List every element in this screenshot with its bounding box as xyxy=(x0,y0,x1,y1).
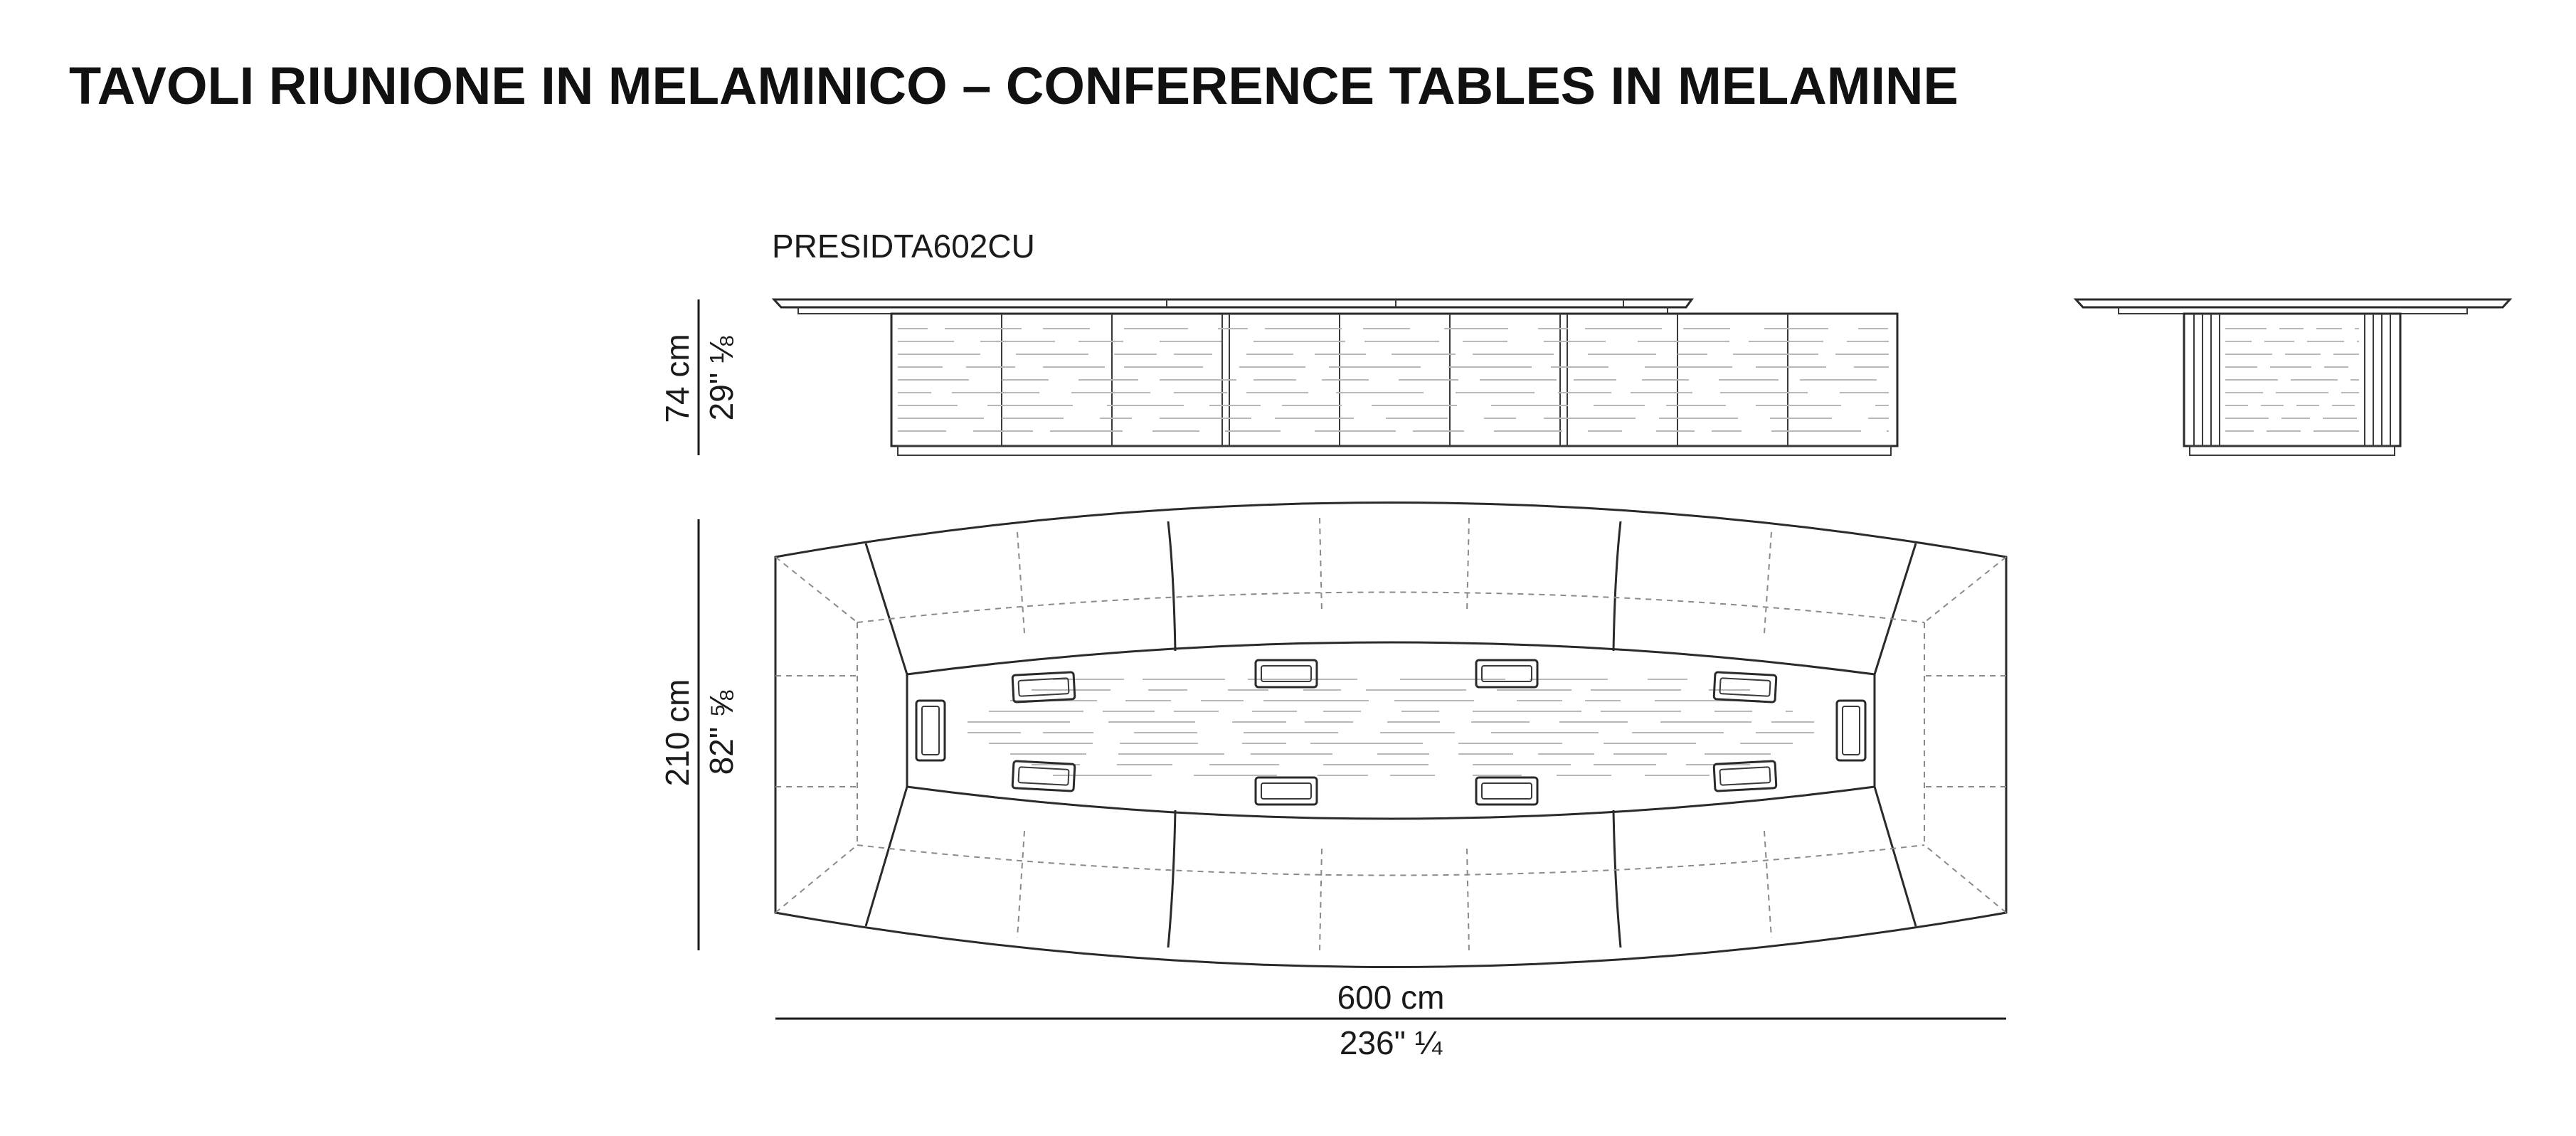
plan-view xyxy=(774,501,2008,968)
height-in-label: 29" ⅛ xyxy=(703,336,740,420)
depth-in-label: 82" ⅝ xyxy=(703,690,740,775)
width-dimension: 600 cm 236" ¼ xyxy=(775,979,2006,1061)
front-plinth xyxy=(897,445,1892,456)
plan-right-divisions xyxy=(1873,543,1917,927)
plan-left-divisions xyxy=(864,543,908,927)
side-plinth xyxy=(2189,445,2395,456)
front-elevation-view xyxy=(771,298,1899,456)
plan-cable-ports xyxy=(915,659,1867,806)
side-tabletop xyxy=(2073,298,2513,309)
height-dimension: 74 cm 29" ⅛ xyxy=(659,299,740,455)
plan-center-insert xyxy=(906,641,1876,820)
depth-cm-label: 210 cm xyxy=(659,679,696,787)
plan-mid-division-right xyxy=(1612,521,1622,948)
model-code: PRESIDTA602CU xyxy=(772,228,1035,265)
width-in-label: 236" ¼ xyxy=(1340,1024,1443,1061)
width-cm-label: 600 cm xyxy=(1337,979,1445,1016)
height-cm-label: 74 cm xyxy=(659,334,696,423)
depth-dimension: 210 cm 82" ⅝ xyxy=(659,519,740,950)
front-tabletop xyxy=(771,298,1694,309)
page-title: TAVOLI RIUNIONE IN MELAMINICO – CONFEREN… xyxy=(69,56,1958,115)
plan-outline xyxy=(774,501,2008,968)
side-elevation-view xyxy=(2073,298,2513,456)
plan-mid-division-left xyxy=(1167,521,1177,948)
